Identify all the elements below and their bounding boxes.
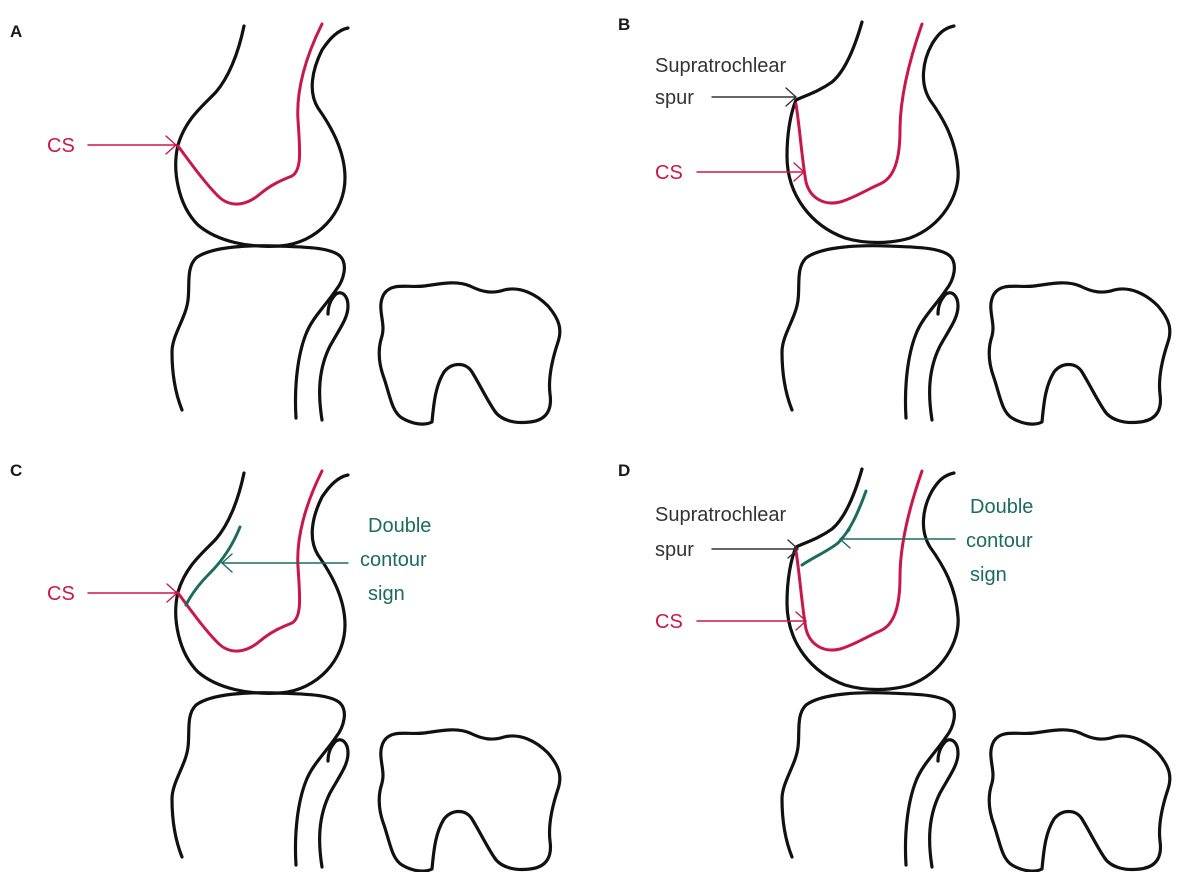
cs-arrow [88, 136, 176, 154]
patella-outline [989, 283, 1170, 424]
panel-a: A CS [10, 22, 560, 424]
dc-label-line2: contour [966, 530, 1033, 552]
cs-arrow [88, 584, 177, 602]
femur-outline [176, 26, 348, 246]
panel-c: C CS Double contour sign [10, 461, 560, 871]
fibula-outline [320, 293, 348, 420]
panel-letter-c: C [10, 461, 22, 480]
spur-arrow [712, 540, 798, 558]
panel-d: D Supratrochlear spur CS Double contour … [618, 461, 1170, 871]
cs-label: CS [655, 611, 683, 633]
femur-outline [787, 22, 958, 243]
cs-label: CS [47, 583, 75, 605]
crossing-sign-curve [796, 471, 922, 650]
double-contour-arrow [840, 530, 955, 548]
double-contour-curve [186, 527, 240, 605]
spur-label-line2: spur [655, 87, 694, 109]
cs-label: CS [47, 135, 75, 157]
spur-arrow [712, 88, 796, 106]
crossing-sign-curve [178, 471, 322, 651]
patella-outline [379, 730, 560, 871]
crossing-sign-curve [796, 24, 922, 203]
fibula-outline [930, 293, 958, 420]
panel-letter-d: D [618, 461, 630, 480]
spur-label-line1: Supratrochlear [655, 504, 787, 526]
femur-outline [787, 469, 958, 690]
cs-label: CS [655, 162, 683, 184]
dc-label-line3: sign [970, 564, 1007, 586]
spur-label-line1: Supratrochlear [655, 55, 787, 77]
dc-label-line2: contour [360, 549, 427, 571]
dc-label-line1: Double [970, 496, 1033, 518]
panel-letter-a: A [10, 22, 22, 41]
panel-b: B Supratrochlear spur CS [618, 15, 1170, 424]
spur-label-line2: spur [655, 539, 694, 561]
dc-label-line1: Double [368, 515, 431, 537]
crossing-sign-curve [178, 24, 322, 204]
patella-outline [989, 730, 1170, 871]
patella-outline [379, 283, 560, 424]
fibula-outline [320, 740, 348, 867]
fibula-outline [930, 740, 958, 867]
panel-letter-b: B [618, 15, 630, 34]
dc-label-line3: sign [368, 583, 405, 605]
